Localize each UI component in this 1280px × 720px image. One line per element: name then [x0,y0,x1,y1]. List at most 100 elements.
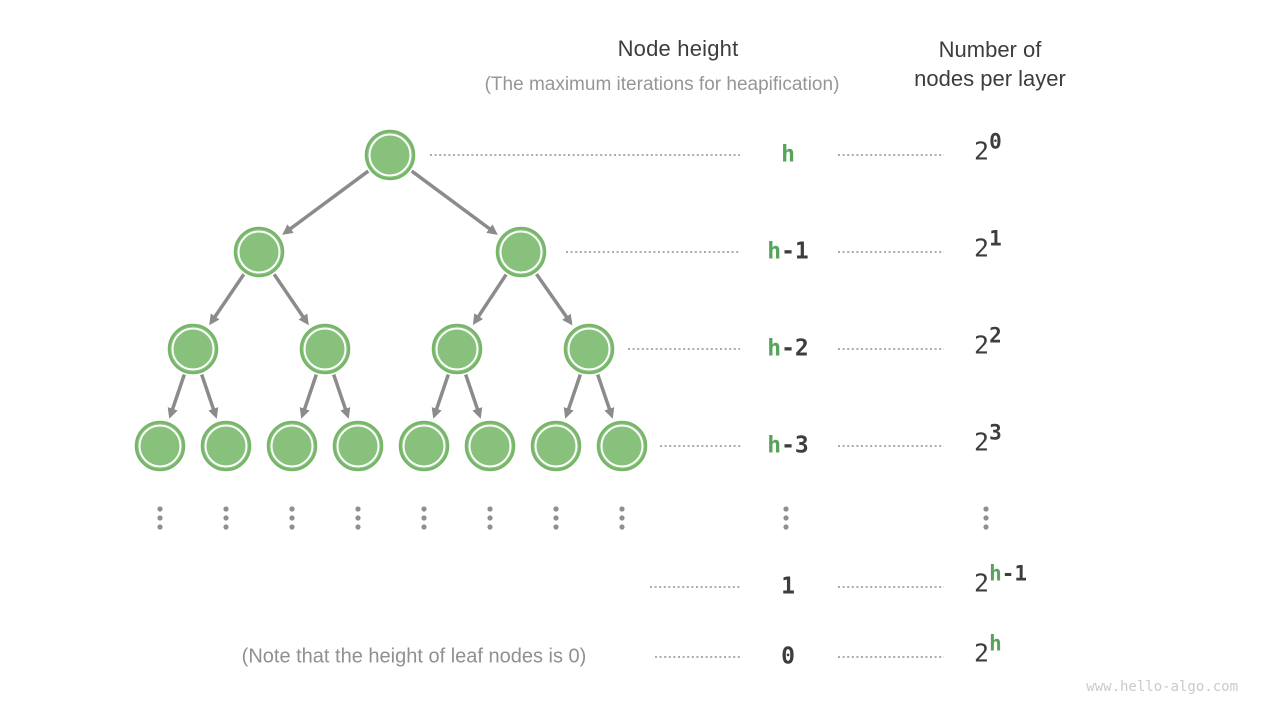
power-base: 2 [974,136,990,166]
height-symbol: -1 [781,238,809,265]
edge-arrow [410,169,498,235]
vertical-ellipsis-dot [619,524,625,530]
height-symbol-green: h [767,432,782,459]
vertical-ellipsis-dot [487,515,493,521]
vertical-ellipsis-dot [355,506,361,512]
tree-node-inner-ring [402,424,446,468]
tree-node-inner-ring [204,424,248,468]
nodes-count-label: 23 [974,422,1002,457]
height-symbol-green: h [781,141,795,168]
edge-arrow [332,373,351,419]
height-symbol: -2 [781,335,809,362]
tree-node [167,323,219,375]
tree-node [233,226,285,278]
nodes-count-label: 22 [974,325,1002,360]
node-height-label: h [781,141,795,168]
edge-arrow [272,273,309,326]
tree-node-inner-ring [567,327,611,371]
tree-node [431,323,483,375]
node-height-label: 1 [781,573,795,600]
tree-node [266,420,318,472]
power-exponent: h-1 [989,562,1027,586]
edge-arrow [282,169,370,235]
tree-node [364,129,416,181]
node-height-label: h-1 [767,238,809,265]
tree-node-inner-ring [303,327,347,371]
vertical-ellipsis-dot [157,515,163,521]
power-exponent: 2 [989,324,1002,348]
vertical-ellipsis-dot [223,524,229,530]
vertical-ellipsis-dot [983,515,989,521]
tree-node-inner-ring [368,133,412,177]
tree-node [398,420,450,472]
vertical-ellipsis-dot [289,506,295,512]
height-symbol-green: h [989,561,1002,586]
power-exponent: 3 [989,421,1002,445]
vertical-ellipsis-dot [289,515,295,521]
vertical-ellipsis-dot [783,506,789,512]
tree-node-inner-ring [600,424,644,468]
power-exponent: 0 [989,130,1002,154]
height-symbol: 1 [781,573,795,600]
tree-node-inner-ring [171,327,215,371]
height-symbol: 3 [989,420,1002,445]
power-base: 2 [974,427,990,457]
vertical-ellipsis-dot [553,515,559,521]
vertical-ellipsis-dot [421,524,427,530]
vertical-ellipsis-dot [619,515,625,521]
tree-node [495,226,547,278]
vertical-ellipsis-dot [487,506,493,512]
power-exponent: h [989,632,1002,656]
tree-node-inner-ring [270,424,314,468]
edge-arrow [209,273,246,326]
tree-node [332,420,384,472]
vertical-ellipsis-dot [553,506,559,512]
vertical-ellipsis-dot [157,506,163,512]
edge-arrow [535,273,573,326]
height-symbol: -1 [1001,561,1028,586]
tree-node [299,323,351,375]
vertical-ellipsis-dot [783,524,789,530]
height-symbol: 1 [989,226,1002,251]
nodes-count-label: 20 [974,131,1002,166]
power-base: 2 [974,568,990,598]
power-exponent: 1 [989,227,1002,251]
vertical-ellipsis-dot [355,524,361,530]
nodes-per-layer-title: Number of nodes per layer [914,35,1066,93]
power-base: 2 [974,330,990,360]
tree-node [134,420,186,472]
leaf-height-note: (Note that the height of leaf nodes is 0… [241,645,587,668]
edge-arrow [563,373,582,419]
node-height-label: h-2 [767,335,809,362]
vertical-ellipsis-dot [157,524,163,530]
edge-arrow [200,373,219,419]
vertical-ellipsis-dot [783,515,789,521]
node-height-label: 0 [781,645,795,669]
power-base: 2 [974,638,990,668]
tree-node-inner-ring [336,424,380,468]
node-height-label: h-3 [767,432,809,459]
height-symbol-green: h [767,335,782,362]
edge-arrow [431,373,450,419]
node-height-title: Node height [617,36,739,61]
vertical-ellipsis-dot [355,515,361,521]
edge-arrow [464,373,483,419]
tree-node [530,420,582,472]
vertical-ellipsis-dot [983,524,989,530]
vertical-ellipsis-dot [619,506,625,512]
tree-node-inner-ring [534,424,578,468]
edge-arrow [167,373,186,419]
tree-node-inner-ring [468,424,512,468]
tree-node [563,323,615,375]
height-symbol: 2 [989,323,1002,348]
tree-node [596,420,648,472]
vertical-ellipsis-dot [223,506,229,512]
nodes-per-layer-line2: nodes per layer [914,66,1066,91]
vertical-ellipsis-dot [983,506,989,512]
vertical-ellipsis-dot [421,515,427,521]
vertical-ellipsis-dot [553,524,559,530]
height-symbol: -3 [781,432,809,459]
tree-node-inner-ring [237,230,281,274]
height-symbol: 0 [989,129,1002,154]
